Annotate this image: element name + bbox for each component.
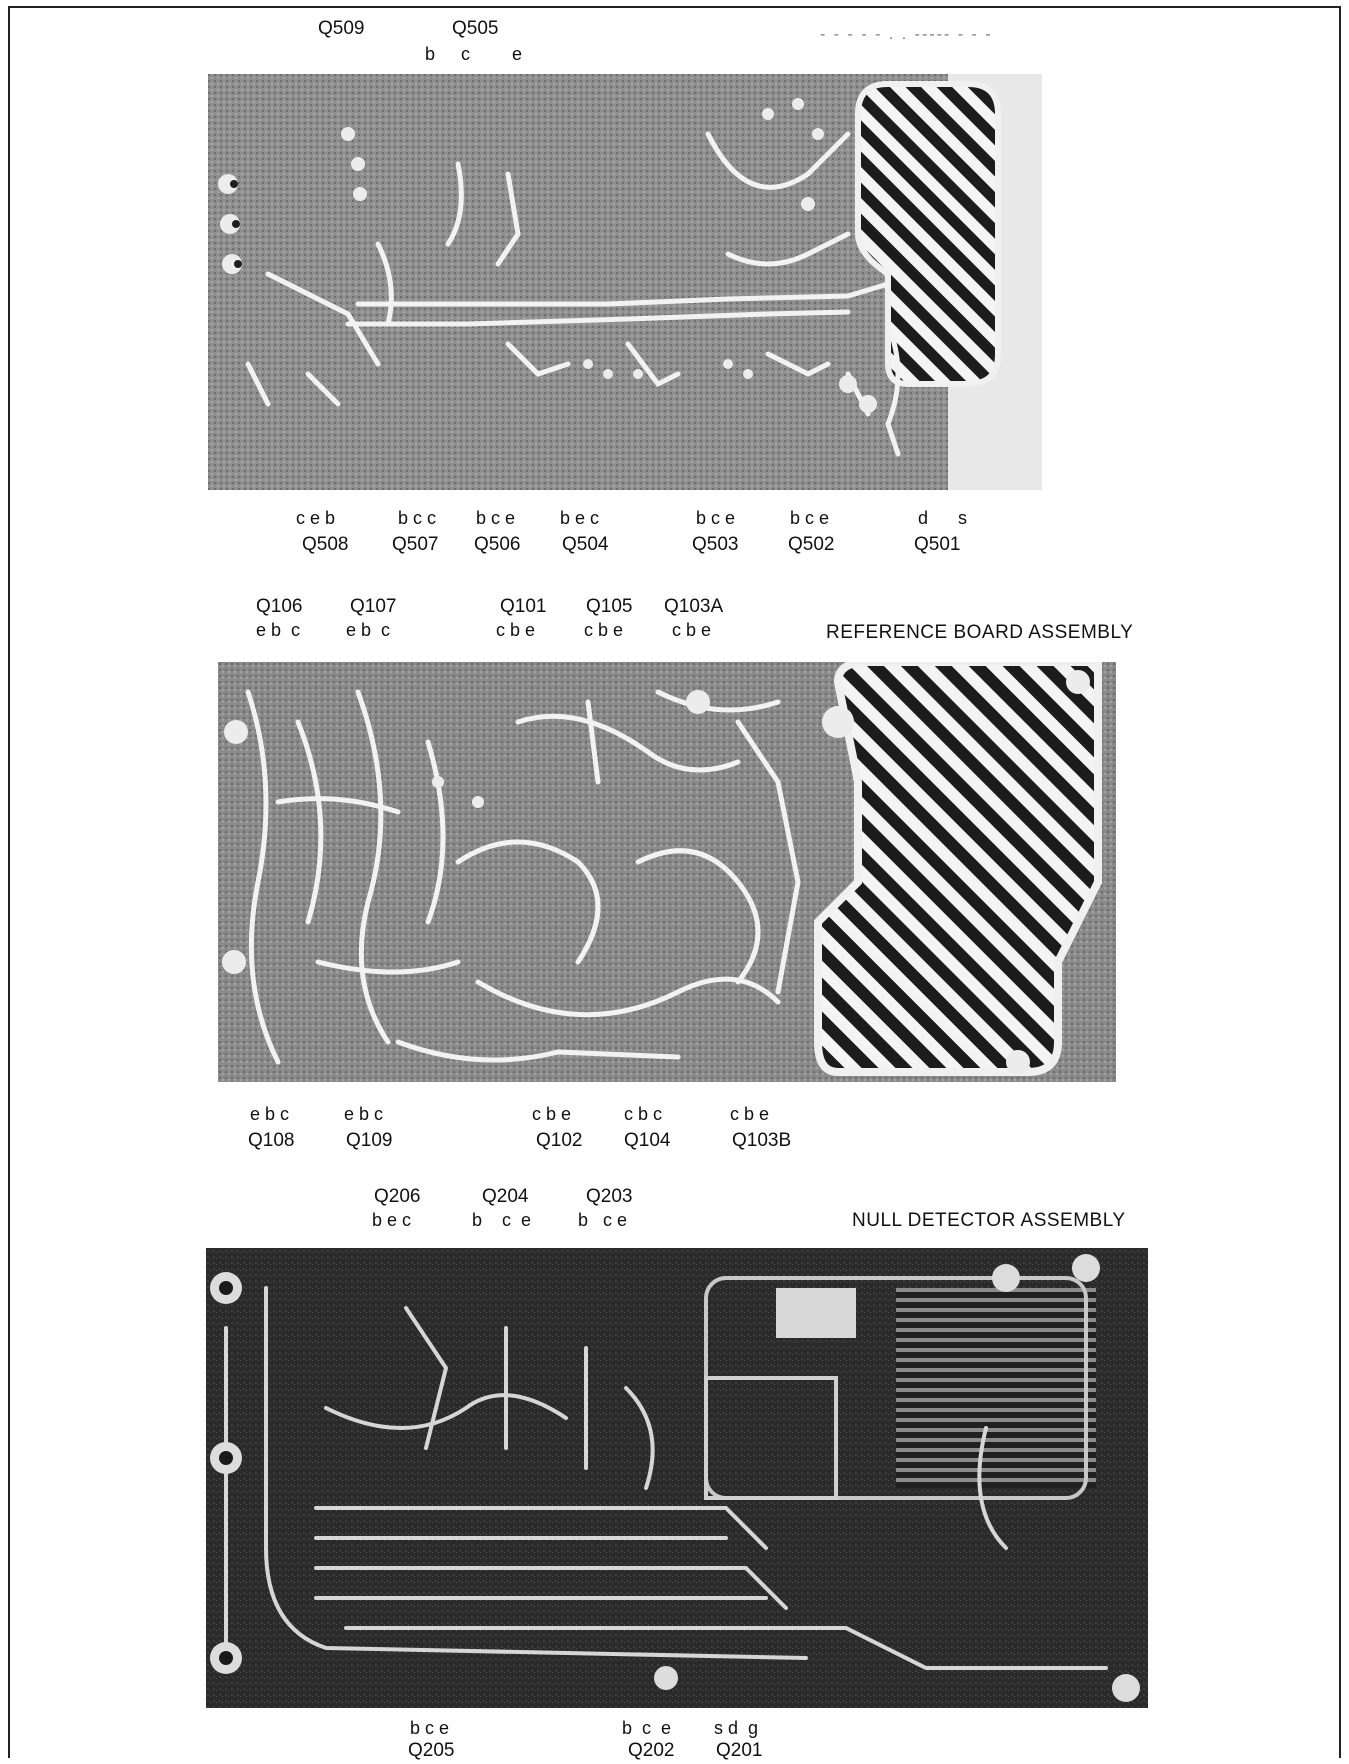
label-q108: Q108 [248,1130,295,1151]
pin-group-q202: b c e [622,1718,672,1738]
label-q206: Q206 [374,1186,421,1207]
label-q107: Q107 [350,596,397,617]
pin-group-q105: c b e [584,620,624,640]
pin-group-q101: c b e [496,620,536,640]
label-q101: Q101 [500,596,547,617]
pin-group-q206: b e c [372,1210,412,1230]
pin-group-q502: b c e [790,508,830,528]
pin-label: b [425,44,436,64]
null-detector-title: NULL DETECTOR ASSEMBLY [852,1210,1126,1231]
label-q508: Q508 [302,534,349,555]
pin-group-q103b: c b e [730,1104,770,1124]
pin-group-q503: b c e [696,508,736,528]
label-q504: Q504 [562,534,609,555]
header-text: - - - - - . . ----- - - - [820,26,993,43]
pin-group-q106: e b c [256,620,301,640]
pin-group-q103a: c b e [672,620,712,640]
pin-group-q507: b c c [398,508,437,528]
pin-group-q501: d s [918,508,968,528]
label-q503: Q503 [692,534,739,555]
label-q506: Q506 [474,534,521,555]
pin-group-q109: e b c [344,1104,384,1124]
label-q204: Q204 [482,1186,529,1207]
pin-group-q102: c b e [532,1104,572,1124]
label-q507: Q507 [392,534,439,555]
pin-group-q104: c b c [624,1104,663,1124]
label-q509: Q509 [318,18,365,39]
label-q102: Q102 [536,1130,583,1151]
pin-group-q204: b c e [472,1210,532,1230]
pin-label: e [512,44,523,64]
label-q103b: Q103B [732,1130,792,1151]
label-q501: Q501 [914,534,961,555]
pin-label: c [461,44,470,64]
pin-group-q508: c e b [296,508,336,528]
pin-group-q504: b e c [560,508,600,528]
pin-group-q201: s d g [714,1718,759,1738]
pin-group-q205: b c e [410,1718,450,1738]
power-board-photo [208,74,1042,490]
label-q202: Q202 [628,1740,675,1761]
label-q505: Q505 [452,18,499,39]
label-q203: Q203 [586,1186,633,1207]
label-q105: Q105 [586,596,633,617]
label-q106: Q106 [256,596,303,617]
pin-group-q203: b c e [578,1210,628,1230]
label-q109: Q109 [346,1130,393,1151]
null-detector-photo [206,1248,1148,1708]
label-q502: Q502 [788,534,835,555]
page-frame [8,6,1341,1758]
label-q104: Q104 [624,1130,671,1151]
label-q103a: Q103A [664,596,724,617]
pin-group-q107: e b c [346,620,391,640]
reference-board-photo [218,662,1116,1082]
pin-group-q108: e b c [250,1104,290,1124]
label-q205: Q205 [408,1740,455,1761]
reference-board-title: REFERENCE BOARD ASSEMBLY [826,622,1134,643]
pin-group-q506: b c e [476,508,516,528]
label-q201: Q201 [716,1740,763,1761]
